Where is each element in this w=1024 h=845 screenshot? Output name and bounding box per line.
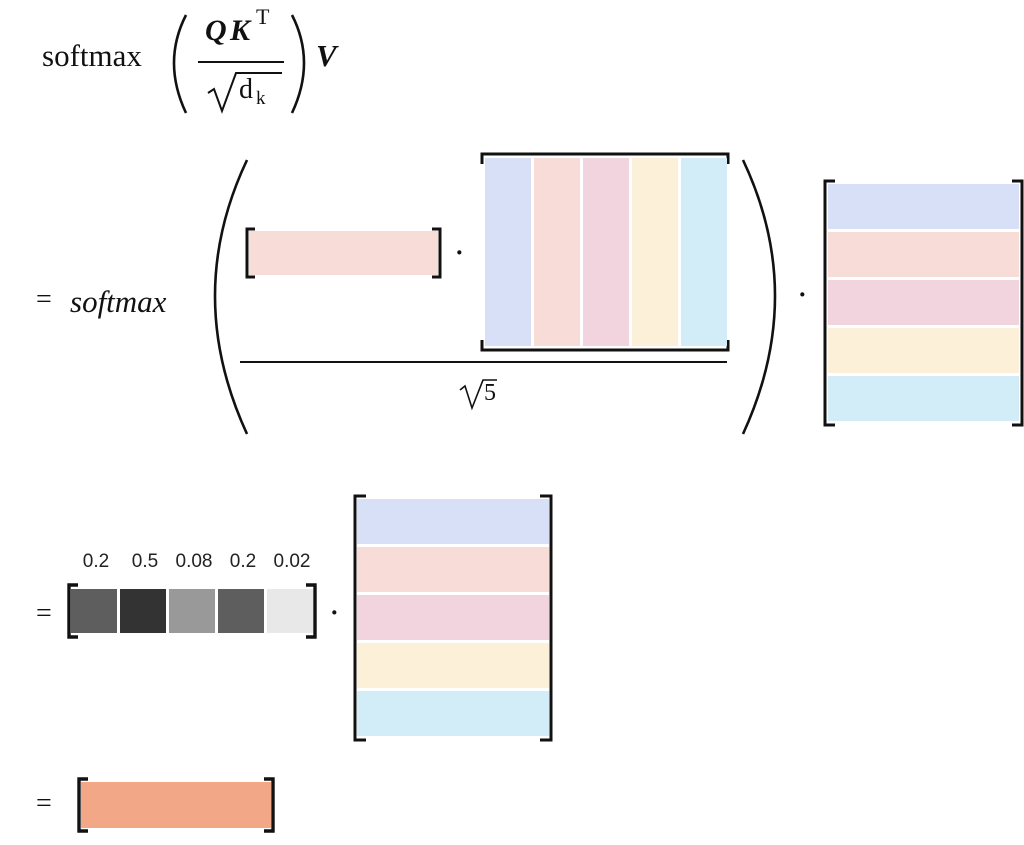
weight-cell xyxy=(169,589,215,633)
value-row xyxy=(357,547,549,592)
value-row xyxy=(357,499,549,544)
query-vector-brackets xyxy=(245,227,442,279)
weight-label: 0.2 xyxy=(229,551,257,572)
step2-equals: = xyxy=(36,598,52,629)
output-vector-brackets xyxy=(77,777,275,833)
formula-softmax-label: softmax xyxy=(42,38,142,73)
value-matrix-2-brackets xyxy=(353,494,553,742)
weight-labels: 0.2 0.5 0.08 0.2 0.02 xyxy=(68,551,318,575)
value-row xyxy=(828,232,1019,277)
key-column xyxy=(583,158,629,346)
step1-big-parentheses xyxy=(213,159,777,435)
step1-equals: = xyxy=(36,284,52,315)
weight-cell xyxy=(120,589,166,633)
formula-k: K xyxy=(230,14,251,47)
formula-transpose: T xyxy=(256,4,270,29)
value-row xyxy=(357,595,549,640)
key-transpose-matrix xyxy=(480,152,730,352)
step1-dot-2: · xyxy=(798,280,807,309)
weight-cell xyxy=(71,589,117,633)
value-row xyxy=(357,691,549,736)
key-column xyxy=(485,158,531,346)
step1-divisor: 5 xyxy=(484,380,496,406)
step1-softmax-label: softmax xyxy=(70,284,167,319)
value-row xyxy=(357,643,549,688)
value-matrix-1 xyxy=(823,179,1024,427)
step2-dot: · xyxy=(330,598,339,627)
value-row xyxy=(828,328,1019,373)
value-matrix-2 xyxy=(352,494,554,742)
weight-label: 0.08 xyxy=(175,551,213,572)
value-row xyxy=(828,376,1019,421)
query-vector-cell xyxy=(249,231,438,275)
attention-weights-vector xyxy=(66,583,318,639)
key-column xyxy=(534,158,580,346)
output-vector xyxy=(76,777,276,833)
query-vector xyxy=(245,227,442,279)
weight-label: 0.02 xyxy=(273,551,311,572)
value-row xyxy=(828,184,1019,229)
key-column xyxy=(632,158,678,346)
formula-d: d xyxy=(239,74,253,105)
step3-equals: = xyxy=(36,788,52,819)
value-matrix-1-brackets xyxy=(823,179,1024,427)
weights-vector-brackets xyxy=(67,583,317,639)
key-column xyxy=(681,158,727,346)
value-row xyxy=(828,280,1019,325)
step1-dot-1: · xyxy=(455,238,464,267)
weight-cell xyxy=(218,589,264,633)
key-matrix-brackets xyxy=(480,152,730,352)
weight-label: 0.2 xyxy=(82,551,110,572)
formula-v: V xyxy=(316,38,337,73)
weight-label: 0.5 xyxy=(131,551,159,572)
weight-cell xyxy=(267,589,313,633)
output-vector-cell xyxy=(81,782,271,828)
formula-q: Q xyxy=(205,14,227,47)
formula-parentheses xyxy=(172,14,306,114)
formula-d-subscript: k xyxy=(256,88,266,109)
